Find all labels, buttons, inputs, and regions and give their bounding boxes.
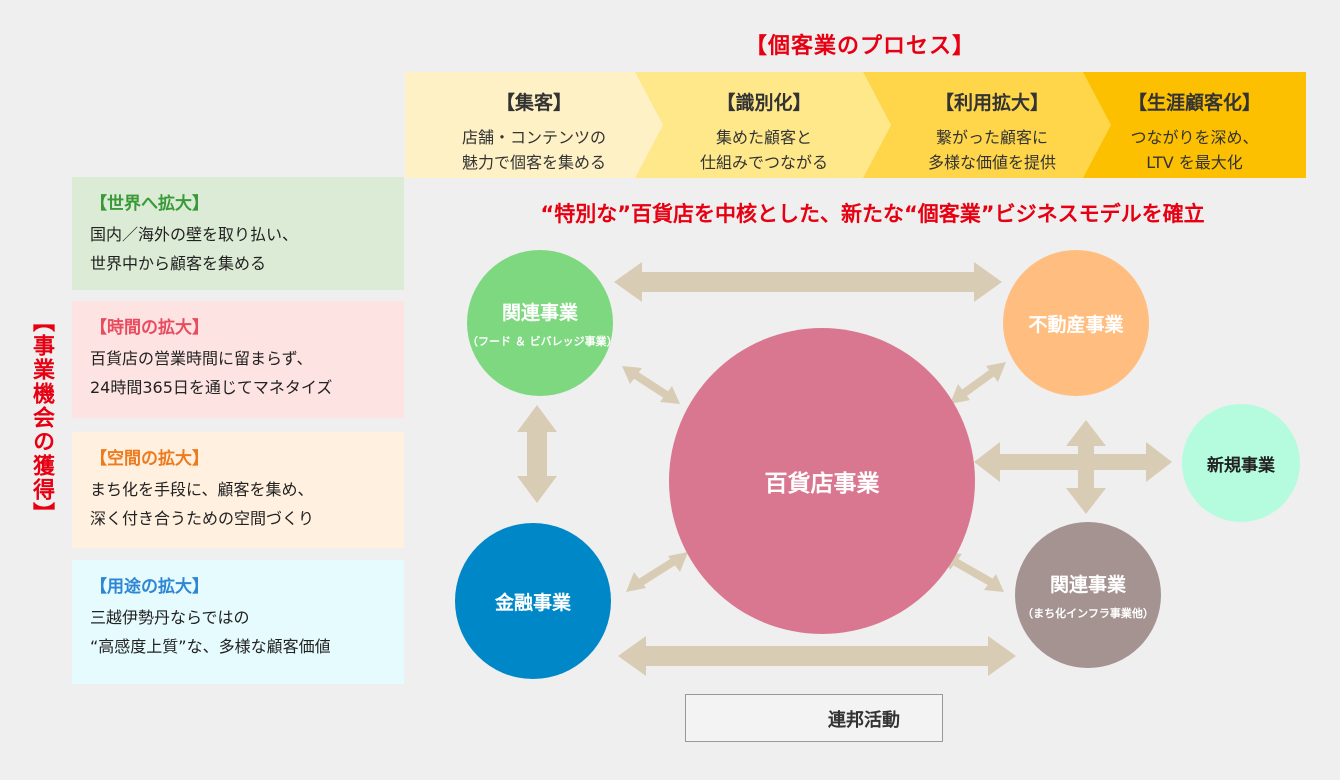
stage-desc: 集めた顧客と 仕組みでつながる [699,128,828,172]
business-label: 百貨店事業 [764,471,880,497]
stage-title: 【集客】 [495,92,572,114]
process-stage-attract: 【集客】 店舗・コンテンツの 魅力で個客を集める [405,72,663,178]
business-label: 新規事業 [1207,455,1275,476]
arrow-food-realestate [614,262,1002,302]
opportunity-desc: 国内／海外の壁を取り払い、 世界中から顧客を集める [90,225,299,273]
opportunity-usage: 【用途の拡大】 三越伊勢丹ならではの “高感度上質”な、多様な顧客価値 [72,560,404,684]
arrow-food-center [631,370,671,400]
arrow-finance-infra [618,636,1016,676]
opportunity-desc: まち化を手段に、顧客を集め、 深く付き合うための空間づくり [90,480,315,528]
business-sublabel: （まち化インフラ事業他） [1022,606,1154,620]
department-store-business: 百貨店事業 [669,328,975,634]
real-estate-business: 不動産事業 [1003,250,1149,396]
arrow-food-finance [517,405,557,503]
process-title: 【個客業のプロセス】 [744,34,975,59]
opportunity-space: 【空間の拡大】 まち化を手段に、顧客を集め、 深く付き合うための空間づくり [72,432,404,548]
finance-business: 金融事業 [455,523,611,679]
arrow-finance-center [635,556,679,588]
opportunity-label: 【事業機会の獲得】 [29,310,54,526]
double-arrow-icon [712,706,814,730]
stage-desc: 店舗・コンテンツの 魅力で個客を集める [461,128,606,172]
business-label: 不動産事業 [1028,313,1124,336]
legend-label: 連邦活動 [828,710,900,731]
business-label: 関連事業 [501,301,578,324]
new-business: 新規事業 [1182,404,1300,522]
opportunity-title: 【世界へ拡大】 [90,194,209,214]
stage-desc: 繋がった顧客に 多様な価値を提供 [927,128,1056,172]
opportunity-desc: 百貨店の営業時間に留まらず、 24時間365日を通じてマネタイズ [90,349,333,397]
process-stage-lifetime-customer: 【生涯顧客化】 つながりを深め、 LTV を最大化 [1083,72,1306,178]
stage-title: 【識別化】 [716,92,812,114]
stage-desc: つながりを深め、 LTV を最大化 [1130,128,1259,172]
business-model-headline: “特別な”百貨店を中核とした、新たな“個客業”ビジネスモデルを確立 [540,202,1205,226]
related-business-food: 関連事業 （フード ＆ ビバレッジ事業） [467,250,618,396]
legend [685,694,943,742]
arrow-realestate-center [957,366,999,400]
related-business-infra: 関連事業 （まち化インフラ事業他） [1015,522,1161,668]
opportunity-world: 【世界へ拡大】 国内／海外の壁を取り払い、 世界中から顧客を集める [72,177,404,290]
opportunity-title: 【空間の拡大】 [90,449,209,469]
process-stage-expand-usage: 【利用拡大】 繋がった顧客に 多様な価値を提供 [863,72,1119,178]
opportunity-desc: 三越伊勢丹ならではの “高感度上質”な、多様な顧客価値 [90,608,331,656]
process-stage-identify: 【識別化】 集めた顧客と 仕組みでつながる [635,72,891,178]
business-label: 関連事業 [1049,573,1126,596]
opportunity-title: 【時間の拡大】 [90,318,209,338]
stage-title: 【利用拡大】 [934,92,1049,114]
business-sublabel: （フード ＆ ビバレッジ事業） [467,334,618,348]
business-label: 金融事業 [494,591,571,614]
arrow-cross-new [974,420,1172,514]
opportunity-time: 【時間の拡大】 百貨店の営業時間に留まらず、 24時間365日を通じてマネタイズ [72,301,404,418]
stage-title: 【生涯顧客化】 [1127,92,1261,114]
opportunity-title: 【用途の拡大】 [90,577,209,597]
arrow-infra-center [950,556,996,588]
